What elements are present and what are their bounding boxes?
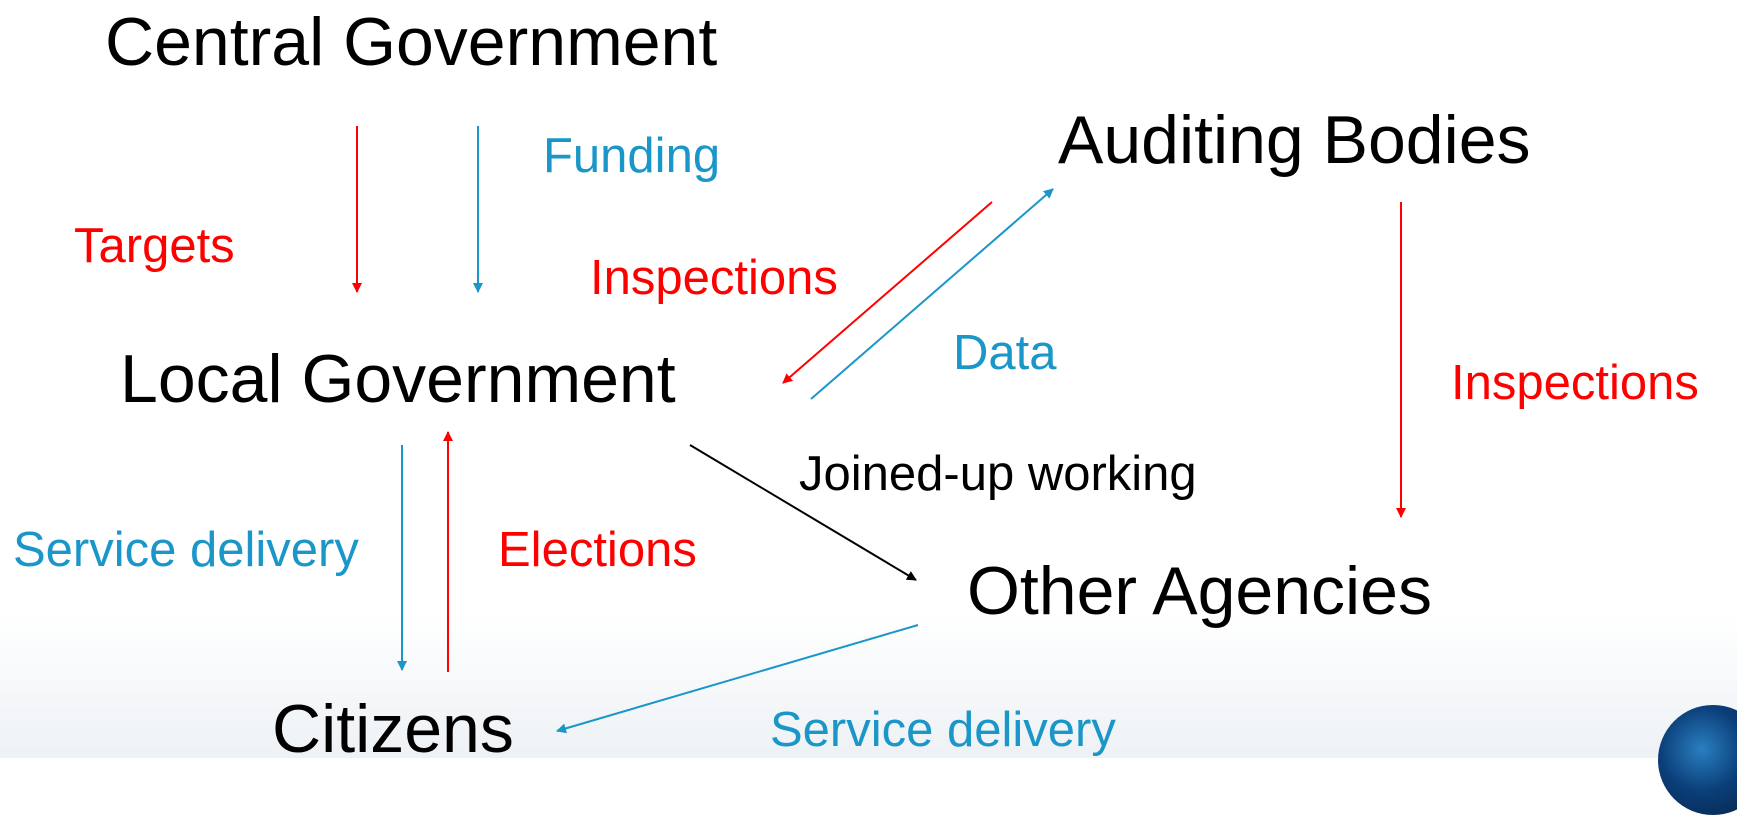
joined-up-working-label: Joined-up working [799,447,1197,501]
service-delivery-agencies-arrow [556,624,919,734]
inspections-to-local-label: Inspections [590,251,838,305]
background-haze [0,610,1737,758]
central-government-node: Central Government [105,4,718,80]
data-label: Data [953,326,1057,380]
funding-label: Funding [543,129,721,183]
inspections-to-local-arrow [782,201,993,384]
targets-label: Targets [74,219,235,273]
inspections-to-agencies-label: Inspections [1451,356,1699,410]
auditing-bodies-node: Auditing Bodies [1058,102,1531,178]
diagram-arrows [352,126,1406,734]
local-government-node: Local Government [120,341,676,417]
elections-label: Elections [498,523,697,577]
citizens-node: Citizens [272,691,514,767]
service-delivery-local-label: Service delivery [13,523,359,577]
other-agencies-node: Other Agencies [967,553,1432,629]
joined-up-working-arrow [689,444,917,581]
data-arrow [810,188,1054,400]
service-delivery-agencies-label: Service delivery [770,703,1116,757]
